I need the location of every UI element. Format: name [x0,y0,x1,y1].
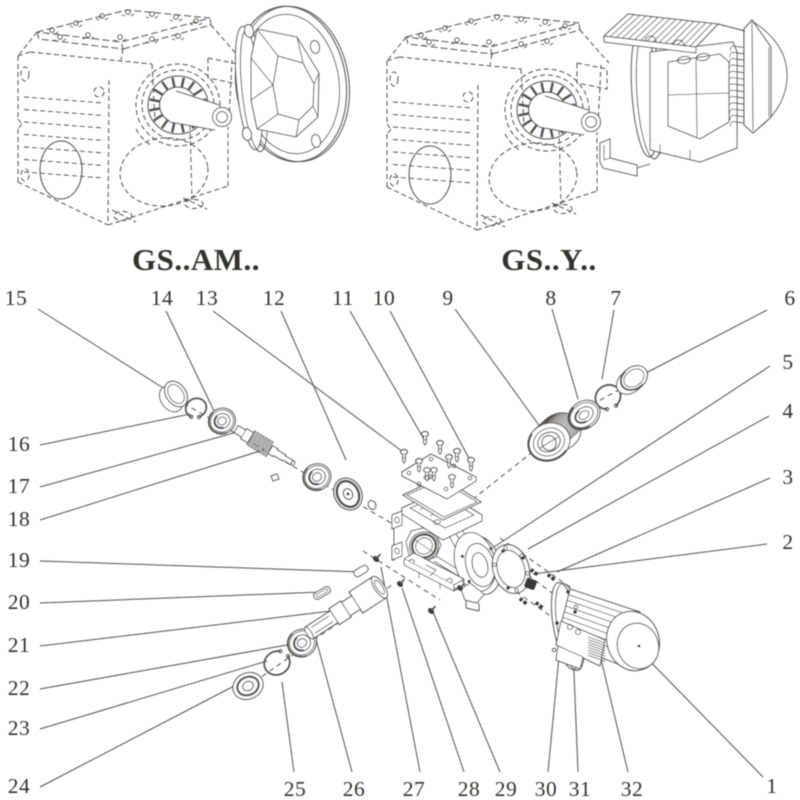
svg-text:16: 16 [8,432,31,456]
svg-text:9: 9 [442,286,453,310]
svg-text:27: 27 [403,777,426,800]
svg-text:32: 32 [621,777,644,800]
svg-text:26: 26 [343,777,366,800]
svg-text:1: 1 [766,774,777,798]
svg-text:20: 20 [8,590,31,614]
svg-text:6: 6 [784,286,795,310]
svg-text:29: 29 [495,777,518,800]
svg-text:31: 31 [569,777,592,800]
svg-text:19: 19 [8,548,31,572]
svg-text:13: 13 [196,286,219,310]
svg-text:30: 30 [535,777,558,800]
svg-text:17: 17 [8,474,31,498]
svg-text:24: 24 [8,774,31,798]
svg-text:GS..Y..: GS..Y.. [501,242,596,277]
svg-text:25: 25 [284,777,307,800]
svg-text:22: 22 [8,676,31,700]
svg-text:7: 7 [610,286,621,310]
svg-text:18: 18 [8,507,31,531]
svg-text:28: 28 [458,777,481,800]
svg-text:GS..AM..: GS..AM.. [132,242,260,277]
svg-text:14: 14 [151,286,174,310]
svg-text:15: 15 [5,286,28,310]
svg-text:2: 2 [782,530,793,554]
svg-text:10: 10 [373,286,396,310]
svg-text:4: 4 [782,399,793,423]
svg-text:21: 21 [8,633,31,657]
svg-text:11: 11 [332,286,354,310]
svg-text:8: 8 [545,286,556,310]
svg-text:23: 23 [8,716,31,740]
svg-text:5: 5 [782,350,793,374]
svg-text:3: 3 [782,465,793,489]
svg-text:12: 12 [263,286,286,310]
